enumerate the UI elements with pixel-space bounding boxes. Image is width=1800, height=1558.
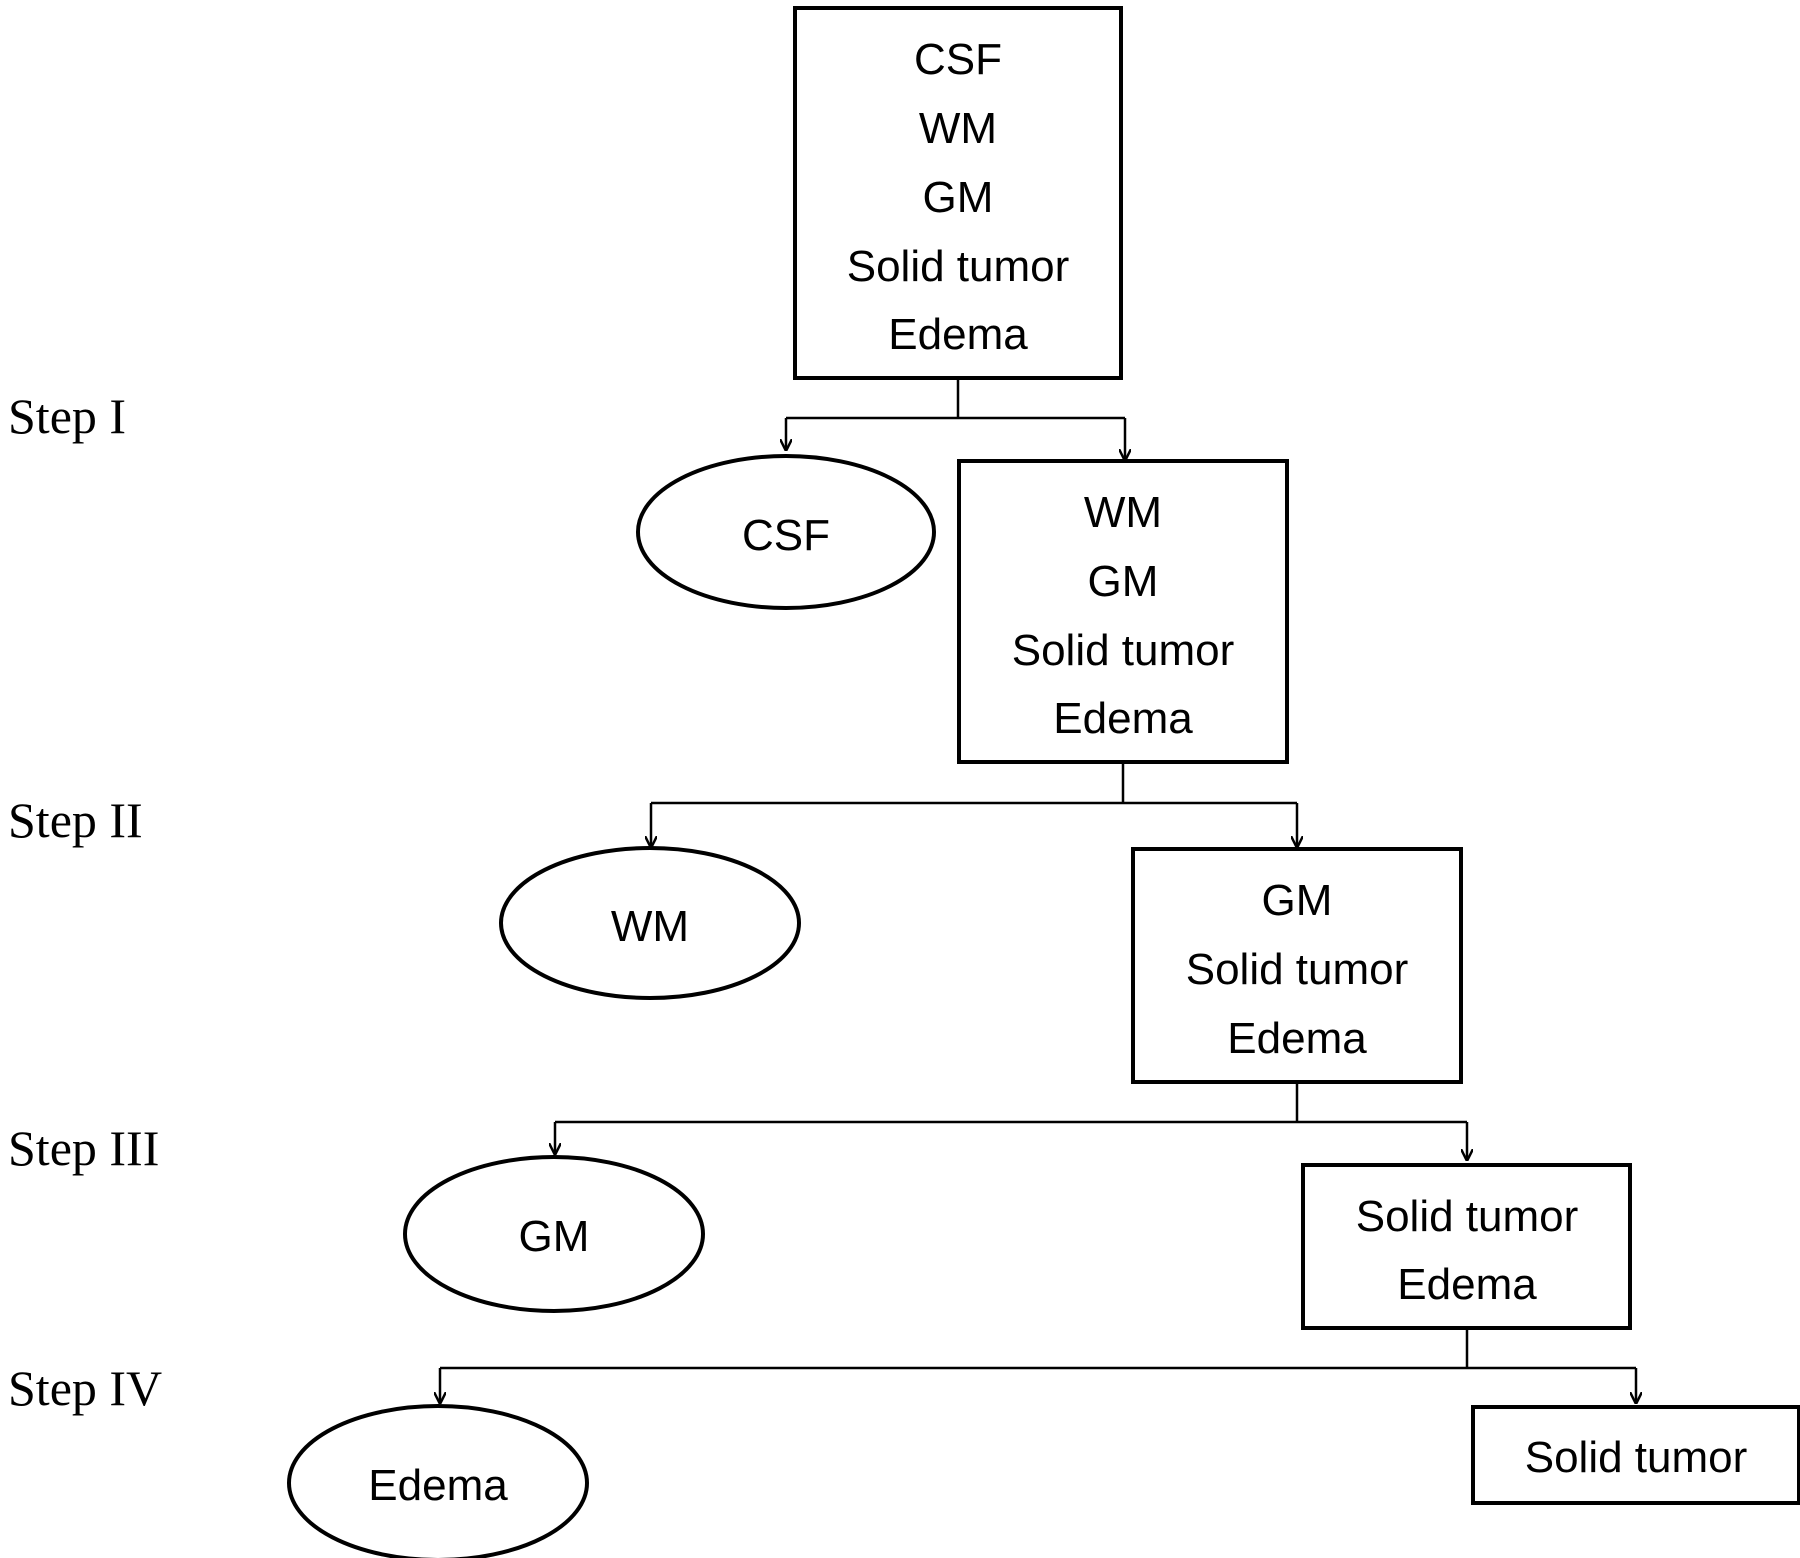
gm-leaf-node: GM bbox=[403, 1155, 705, 1313]
step-1-item-gm: GM bbox=[1088, 557, 1159, 606]
step-2-item-edema: Edema bbox=[1227, 1014, 1367, 1063]
edema-leaf-node: Edema bbox=[287, 1404, 589, 1558]
step-3-item-solid-tumor: Solid tumor bbox=[1356, 1192, 1579, 1241]
step-3-item-edema: Edema bbox=[1397, 1260, 1537, 1309]
csf-leaf-label: CSF bbox=[742, 511, 830, 560]
step-3-label: Step III bbox=[8, 1120, 159, 1176]
gm-leaf-ellipse bbox=[403, 1155, 705, 1313]
wm-leaf-node: WM bbox=[499, 846, 801, 1000]
wm-leaf-ellipse bbox=[499, 846, 801, 1000]
step-4-connector bbox=[440, 1328, 1636, 1402]
root-node-box bbox=[793, 6, 1123, 380]
root-node-item-csf: CSF bbox=[914, 35, 1002, 84]
step-2-label: Step II bbox=[8, 792, 143, 848]
edema-leaf-ellipse bbox=[287, 1404, 589, 1558]
step-1-label: Step I bbox=[8, 388, 126, 444]
step-3-connector bbox=[555, 1082, 1467, 1159]
step-2-connector bbox=[651, 762, 1297, 846]
root-node-item-solid-tumor: Solid tumor bbox=[847, 242, 1070, 291]
gm-leaf-label: GM bbox=[519, 1212, 590, 1261]
step-2-item-gm: GM bbox=[1262, 876, 1333, 925]
root-node-item-gm: GM bbox=[923, 173, 994, 222]
step-1-item-solid-tumor: Solid tumor bbox=[1012, 626, 1235, 675]
solid-tumor-label: Solid tumor bbox=[1525, 1433, 1748, 1482]
edema-leaf-label: Edema bbox=[368, 1461, 508, 1510]
step-1-connector bbox=[786, 378, 1125, 459]
csf-leaf-node: CSF bbox=[636, 454, 936, 610]
solid-tumor-box bbox=[1471, 1405, 1800, 1505]
step-3-remaining-box bbox=[1301, 1163, 1632, 1330]
step-2-item-solid-tumor: Solid tumor bbox=[1186, 945, 1409, 994]
root-node-item-wm: WM bbox=[919, 104, 997, 153]
step-1-item-wm: WM bbox=[1084, 488, 1162, 537]
step-3-remaining-node: Solid tumor Edema bbox=[1301, 1163, 1632, 1330]
csf-leaf-ellipse bbox=[636, 454, 936, 610]
step-4-label: Step IV bbox=[8, 1360, 162, 1416]
root-node: CSF WM GM Solid tumor Edema bbox=[793, 6, 1123, 380]
wm-leaf-label: WM bbox=[611, 902, 689, 951]
step-1-item-edema: Edema bbox=[1053, 694, 1193, 743]
step-1-remaining-node: WM GM Solid tumor Edema bbox=[957, 459, 1289, 764]
root-node-item-edema: Edema bbox=[888, 310, 1028, 359]
step-2-remaining-node: GM Solid tumor Edema bbox=[1131, 847, 1463, 1084]
solid-tumor-node: Solid tumor bbox=[1471, 1405, 1800, 1505]
